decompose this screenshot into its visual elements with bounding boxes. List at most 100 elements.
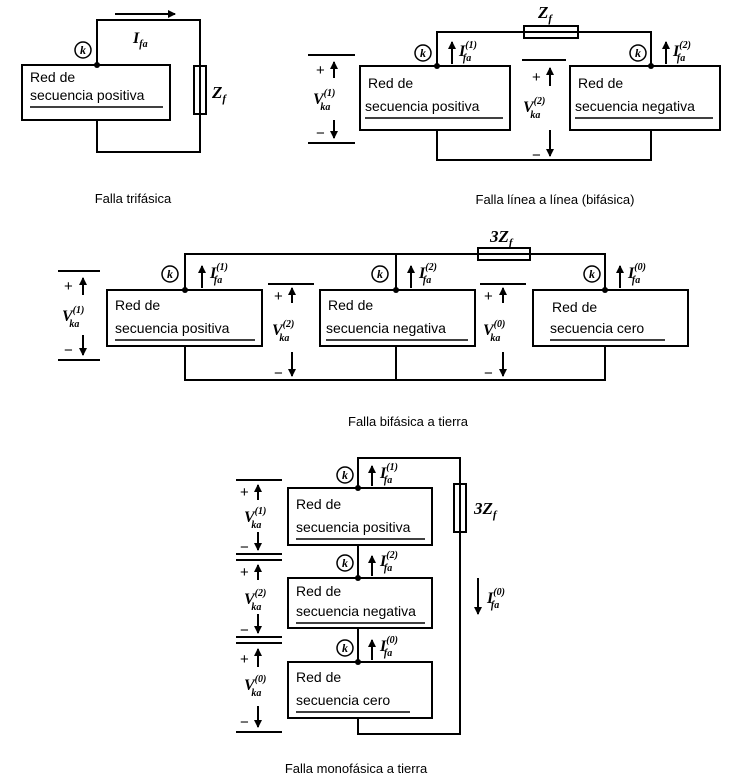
return-current-symbol: I(0)fa xyxy=(486,587,505,611)
node-k-label: k xyxy=(80,43,86,57)
network-label-line2: secuencia positiva xyxy=(365,98,480,114)
voltage-symbol: V(2)ka xyxy=(272,319,294,344)
current-symbol: I(2)fa xyxy=(672,40,691,64)
node-dot xyxy=(602,287,608,293)
node-k-label: k xyxy=(377,267,383,281)
current-symbol: I(0)fa xyxy=(379,635,398,659)
node-k-label: k xyxy=(167,267,173,281)
plus-sign: + xyxy=(532,69,541,86)
current-symbol: Ifa xyxy=(132,30,148,50)
network-label-line1: Red de xyxy=(368,75,413,91)
impedance-resistor xyxy=(193,65,207,115)
caption: Falla bifásica a tierra xyxy=(348,414,469,429)
network-box-positive xyxy=(106,289,263,347)
network-box-negative xyxy=(569,65,721,131)
node-k-label: k xyxy=(342,468,348,482)
three-phase-fault-diagram: Ifa Zf Red de secuencia positiva k Falla… xyxy=(21,10,227,206)
network-label-line2: secuencia negativa xyxy=(575,98,695,114)
current-symbol: I(1)fa xyxy=(379,462,398,486)
current-symbol: I(1)fa xyxy=(458,40,477,64)
minus-sign: − xyxy=(240,539,249,556)
node-dot xyxy=(434,63,440,69)
network-box-positive xyxy=(359,65,511,131)
single-line-to-ground-fault-diagram: 3Zf I(0)fa Red de secuencia positiva k I… xyxy=(236,457,505,776)
impedance-symbol: 3Zf xyxy=(473,499,498,521)
current-symbol: I(2)fa xyxy=(379,550,398,574)
plus-sign: + xyxy=(484,288,493,305)
node-dot xyxy=(355,575,361,581)
current-symbol: I(0)fa xyxy=(627,262,646,286)
minus-sign: − xyxy=(240,622,249,639)
node-k-label: k xyxy=(589,267,595,281)
voltage-symbol: V(0)ka xyxy=(244,674,266,699)
impedance-symbol: Zf xyxy=(537,3,553,25)
impedance-resistor xyxy=(523,25,579,39)
node-k-label: k xyxy=(635,46,641,60)
network-label-line1: Red de xyxy=(578,75,623,91)
current-symbol: I(2)fa xyxy=(418,262,437,286)
minus-sign: − xyxy=(274,365,283,382)
impedance-symbol: 3Zf xyxy=(489,227,514,249)
node-k-icon xyxy=(336,466,354,484)
network-label-line1: Red de xyxy=(296,583,341,599)
impedance-resistor xyxy=(453,483,467,533)
network-label-line2: secuencia negativa xyxy=(296,603,416,619)
node-k-icon xyxy=(74,41,92,59)
voltage-symbol: V(2)ka xyxy=(523,96,545,121)
series-loop-wire xyxy=(357,457,461,735)
voltage-symbol: V(2)ka xyxy=(244,588,266,613)
plus-sign: + xyxy=(240,564,249,581)
impedance-symbol: Zf xyxy=(211,83,227,105)
network-label-line1: Red de xyxy=(328,297,373,313)
minus-sign: − xyxy=(240,714,249,731)
minus-sign: − xyxy=(64,342,73,359)
top-wire xyxy=(436,31,652,66)
line-to-line-fault-diagram: Zf Red de secuencia positiva k I(1)fa Re… xyxy=(308,3,721,207)
network-label-line1: Red de xyxy=(115,297,160,313)
plus-sign: + xyxy=(274,288,283,305)
network-label-line2: secuencia positiva xyxy=(296,519,411,535)
node-k-icon xyxy=(161,265,179,283)
voltage-symbol: V(0)ka xyxy=(483,319,505,344)
node-k-label: k xyxy=(420,46,426,60)
minus-sign: − xyxy=(532,147,541,164)
network-label-line1: Red de xyxy=(30,69,75,85)
plus-sign: + xyxy=(240,484,249,501)
network-label-line2: secuencia negativa xyxy=(326,320,446,336)
node-dot xyxy=(355,659,361,665)
network-label-line2: secuencia cero xyxy=(296,692,390,708)
fault-loop-wire xyxy=(96,19,201,153)
network-label-line2: secuencia positiva xyxy=(30,87,145,103)
network-label-line1: Red de xyxy=(552,299,597,315)
node-dot xyxy=(648,63,654,69)
node-k-label: k xyxy=(342,641,348,655)
node-k-icon xyxy=(336,554,354,572)
node-k-icon xyxy=(583,265,601,283)
node-k-icon xyxy=(336,639,354,657)
node-k-icon xyxy=(629,44,647,62)
bottom-wire xyxy=(436,130,652,161)
double-line-to-ground-fault-diagram: 3Zf Red de secuencia positiva k I(1)fa R… xyxy=(58,227,689,429)
minus-sign: − xyxy=(316,125,325,142)
minus-sign: − xyxy=(484,365,493,382)
node-k-icon xyxy=(414,44,432,62)
plus-sign: + xyxy=(240,651,249,668)
node-k-icon xyxy=(371,265,389,283)
network-box-negative xyxy=(319,289,476,347)
network-box-zero xyxy=(532,289,689,347)
caption: Falla línea a línea (bifásica) xyxy=(476,192,635,207)
node-dot xyxy=(355,485,361,491)
voltage-symbol: V(1)ka xyxy=(244,506,266,531)
plus-sign: + xyxy=(316,62,325,79)
node-k-label: k xyxy=(342,556,348,570)
voltage-symbol: V(1)ka xyxy=(62,305,84,330)
caption: Falla trifásica xyxy=(95,191,172,206)
network-label-line1: Red de xyxy=(296,669,341,685)
network-label-line2: secuencia cero xyxy=(550,320,644,336)
impedance-resistor xyxy=(477,247,531,261)
node-dot xyxy=(393,287,399,293)
node-dot xyxy=(94,62,100,68)
node-dot xyxy=(182,287,188,293)
voltage-symbol: V(1)ka xyxy=(313,88,335,113)
